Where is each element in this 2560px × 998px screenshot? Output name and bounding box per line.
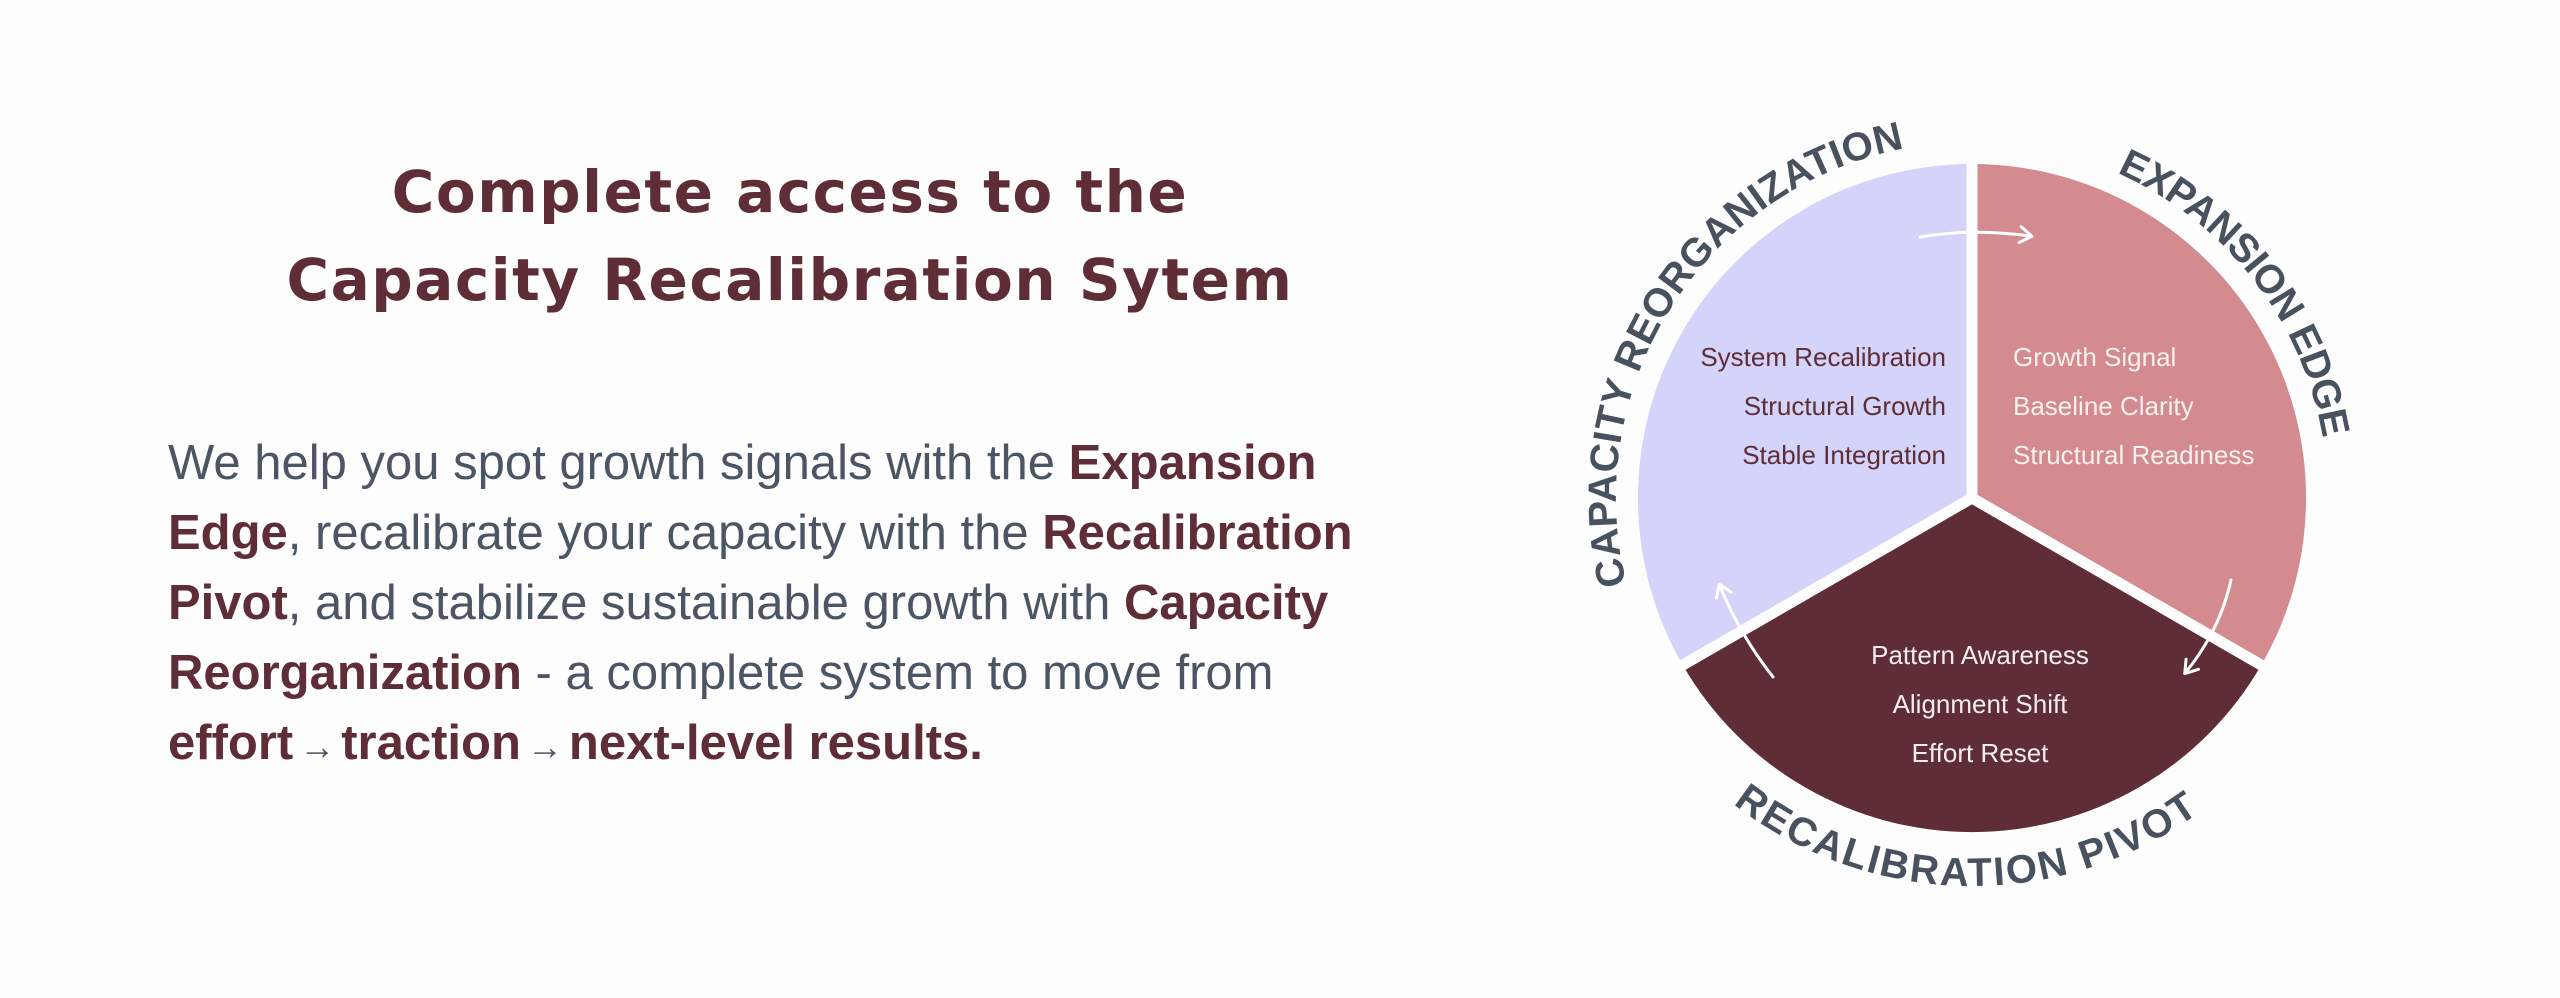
paragraph-line: Pivot, and stabilize sustainable growth … [168, 568, 1468, 638]
text-segment: , and stabilize sustainable growth with [287, 576, 1124, 630]
segment-item: System Recalibration [1700, 342, 1946, 372]
arrow-icon-lower-left [1714, 582, 1775, 679]
text-segment: We help you spot growth signals with the [168, 436, 1069, 490]
arrow-icon-lower-right [2183, 578, 2233, 676]
segment-item: Structural Growth [1744, 391, 1946, 421]
highlight-traction: traction [341, 716, 521, 770]
highlight-reorganization: Reorganization [168, 646, 522, 700]
segment-item: Stable Integration [1742, 440, 1946, 470]
arrow-icon-top [1918, 225, 2034, 245]
right-arrow-icon: → [526, 726, 563, 767]
title-line-2: Capacity Recalibration Sytem [286, 246, 1294, 314]
highlight-effort: effort [168, 716, 294, 770]
text-segment: - a complete system to move from [521, 646, 1274, 700]
highlight-results: next-level results. [568, 716, 983, 770]
paragraph-line: Reorganization - a complete system to mo… [168, 638, 1468, 708]
items-expansion-edge: Growth Signal Baseline Clarity Structura… [2013, 342, 2254, 470]
segment-item: Structural Readiness [2013, 440, 2254, 470]
page-title: Complete access to the Capacity Recalibr… [190, 148, 1390, 324]
right-arrow-icon: → [299, 726, 336, 767]
highlight-pivot: Pivot [168, 576, 288, 630]
title-line-1: Complete access to the [391, 158, 1189, 226]
segment-dividers [1666, 150, 2278, 678]
segment-expansion-edge [1972, 164, 2307, 665]
segment-item: Pattern Awareness [1871, 640, 2089, 670]
paragraph-line: We help you spot growth signals with the… [168, 428, 1468, 498]
flow-arrows [1714, 225, 2233, 679]
highlight-edge: Edge [168, 506, 288, 560]
highlight-recalibration: Recalibration [1042, 506, 1353, 560]
segment-item: Alignment Shift [1893, 689, 2069, 719]
paragraph-line: Edge, recalibrate your capacity with the… [168, 498, 1468, 568]
text-segment: , recalibrate your capacity with the [287, 506, 1043, 560]
highlight-expansion: Expansion [1068, 436, 1317, 490]
segment-item: Effort Reset [1912, 738, 2050, 768]
items-recalibration-pivot: Pattern Awareness Alignment Shift Effort… [1871, 640, 2089, 768]
highlight-capacity: Capacity [1123, 576, 1329, 630]
description-paragraph: We help you spot growth signals with the… [168, 428, 1468, 782]
segment-item: Baseline Clarity [2013, 391, 2194, 421]
paragraph-line: effort→traction→next-level results. [168, 708, 1468, 782]
items-capacity-reorganization: System Recalibration Structural Growth S… [1700, 342, 1946, 470]
segment-item: Growth Signal [2013, 342, 2176, 372]
segment-capacity-reorganization [1637, 164, 1972, 665]
